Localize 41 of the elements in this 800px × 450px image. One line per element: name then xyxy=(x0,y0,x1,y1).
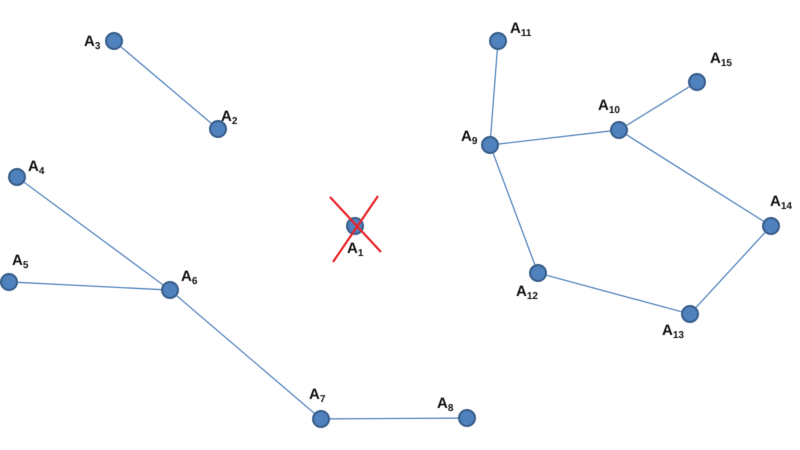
vertex-label: A$_{12}$ xyxy=(516,283,538,301)
vertex-dot xyxy=(8,168,26,186)
vertex-dot xyxy=(209,120,227,138)
vertex-dot xyxy=(481,136,499,154)
connector-line xyxy=(546,274,682,312)
vertex-dot xyxy=(489,32,507,50)
vertex-dot xyxy=(0,273,18,291)
vertex-label: A$_{7}$ xyxy=(309,386,326,404)
vertex-label: A$_{6}$ xyxy=(181,268,198,286)
connector-line xyxy=(626,134,764,222)
vertex-label: A$_{4}$ xyxy=(28,158,44,176)
vertex-label: A$_{1}$ xyxy=(347,240,364,258)
connector-line xyxy=(498,130,610,145)
vertex-dot xyxy=(762,217,780,235)
vertex-dot xyxy=(105,32,123,50)
vertex-dot xyxy=(161,281,179,299)
vertex-dot xyxy=(681,305,699,323)
vertex-label: A$_{15}$ xyxy=(710,50,732,68)
connector-line xyxy=(696,232,766,308)
vertex-label: A$_{3}$ xyxy=(84,33,100,51)
vertex-label: A$_{2}$ xyxy=(221,108,238,126)
vertex-dot xyxy=(610,121,628,139)
vertex-label: A$_{11}$ xyxy=(510,20,532,38)
vertex-label: A$_{13}$ xyxy=(662,322,684,340)
connector-line xyxy=(330,418,458,420)
connector-line xyxy=(626,86,690,126)
vertex-dot xyxy=(458,409,476,427)
connector-line xyxy=(24,182,164,286)
vertex-label: A$_{10}$ xyxy=(598,97,620,115)
connector-line xyxy=(120,46,212,124)
vertex-label: A$_{14}$ xyxy=(770,193,792,211)
connector-line xyxy=(492,153,536,265)
vertex-label: A$_{5}$ xyxy=(12,252,28,270)
vertex-label: A$_{8}$ xyxy=(437,395,454,413)
vertex-dot xyxy=(312,410,330,428)
connector-line xyxy=(18,282,162,290)
vertex-dot xyxy=(688,73,706,91)
connector-line xyxy=(176,295,315,414)
connector-line xyxy=(490,50,498,136)
vertex-dot xyxy=(529,264,547,282)
vertex-label: A$_{9}$ xyxy=(461,128,478,146)
